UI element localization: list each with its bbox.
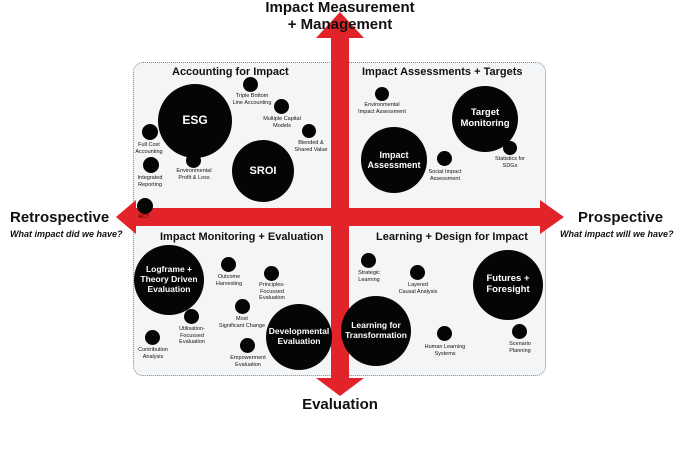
node-rct-dot [137, 198, 153, 214]
node-logframe [134, 245, 204, 315]
node-contribution-analysis-dot [145, 330, 160, 345]
node-empowerment-evaluation-label: Empowerment Evaluation [230, 355, 266, 368]
node-futures-foresight [473, 250, 543, 320]
arrow-up-tip [316, 12, 364, 38]
node-scenario-planning-label: Scenario Planning [509, 341, 531, 354]
node-triple-bottom-line-dot [243, 77, 258, 92]
node-developmental [266, 304, 332, 370]
node-contribution-analysis-label: Contribution Analysis [138, 347, 168, 360]
node-environmental-pl-dot [186, 153, 201, 168]
node-principles-focussed-dot [264, 266, 279, 281]
axis-title-left: Retrospective [10, 209, 110, 226]
node-blended-shared-dot [302, 124, 316, 138]
node-esg [158, 84, 232, 158]
node-statistics-sdgs-dot [503, 141, 517, 155]
node-utilisation-focussed-dot [184, 309, 199, 324]
node-multiple-capital-dot [274, 99, 289, 114]
axis-subtitle-right: What impact will we have? [560, 229, 674, 239]
node-most-significant-change-dot [235, 299, 250, 314]
axis-title-top: Impact Measurement + Management [265, 0, 415, 34]
axis-title-bottom: Evaluation [302, 396, 378, 413]
node-integrated-reporting-dot [143, 157, 159, 173]
node-statistics-sdgs-label: Statistics for SDGs [495, 156, 525, 169]
axis-title-right: Prospective [578, 209, 664, 226]
node-social-impact-assessment-label: Social Impact Assessment [428, 169, 462, 182]
quadrant-title-bottom-right: Learning + Design for Impact [376, 231, 528, 243]
node-layered-causal-label: Layered Causal Analysis [398, 282, 438, 295]
node-learning-transformation-label: Learning for Transformation [345, 320, 407, 340]
node-impact-assessment-label: Impact Assessment [367, 149, 421, 170]
node-strategic-learning-dot [361, 253, 376, 268]
node-rct-label: RCT [138, 214, 150, 220]
node-outcome-harvesting-dot [221, 257, 236, 272]
node-full-cost-label: Full Cost Accounting [135, 142, 163, 155]
node-integrated-reporting-label: Integrated Reporting [137, 175, 163, 188]
node-esg-label: ESG [182, 113, 208, 128]
node-multiple-capital-label: Multiple Capital Models [263, 116, 301, 129]
node-utilisation-focussed-label: Utilisation- Focussed Evaluation [179, 326, 205, 346]
quadrant-title-bottom-left: Impact Monitoring + Evaluation [160, 231, 324, 243]
node-target-monitoring-label: Target Monitoring [460, 107, 510, 129]
axis-subtitle-left: What impact did we have? [10, 229, 123, 239]
node-outcome-harvesting-label: Outcome Harvesting [215, 274, 243, 287]
node-logframe-label: Logframe + Theory Driven Evaluation [140, 264, 198, 294]
node-environmental-pl-label: Environmental Profit & Loss [176, 168, 212, 181]
vertical-axis-arrow [331, 35, 349, 382]
node-scenario-planning-dot [512, 324, 527, 339]
node-env-impact-assessment-dot [375, 87, 389, 101]
node-layered-causal-dot [410, 265, 425, 280]
node-empowerment-evaluation-dot [240, 338, 255, 353]
node-strategic-learning-label: Strategic Learning [358, 270, 380, 283]
node-developmental-label: Developmental Evaluation [268, 326, 330, 346]
arrow-left-tip [116, 200, 136, 234]
node-futures-foresight-label: Futures + Foresight [486, 273, 530, 295]
node-blended-shared-label: Blended & Shared Value [294, 140, 328, 153]
node-impact-assessment [361, 127, 427, 193]
arrow-down-tip [316, 378, 364, 396]
node-triple-bottom-line-label: Triple Bottom Line Accounting [232, 93, 272, 106]
node-full-cost-dot [142, 124, 158, 140]
node-human-learning-dot [437, 326, 452, 341]
node-sroi [232, 140, 294, 202]
node-human-learning-label: Human Learning Systems [424, 344, 466, 357]
quadrant-title-top-right: Impact Assessments + Targets [362, 66, 523, 78]
node-learning-transformation [341, 296, 411, 366]
node-env-impact-assessment-label: Environmental Impact Assessment [358, 102, 406, 115]
node-principles-focussed-label: Principles- Focussed Evaluation [259, 282, 285, 302]
node-social-impact-assessment-dot [437, 151, 452, 166]
node-sroi-label: SROI [249, 164, 277, 177]
arrow-right-tip [540, 200, 564, 234]
quadrant-title-top-left: Accounting for Impact [172, 66, 289, 78]
node-most-significant-change-label: Most Significant Change [218, 316, 266, 329]
